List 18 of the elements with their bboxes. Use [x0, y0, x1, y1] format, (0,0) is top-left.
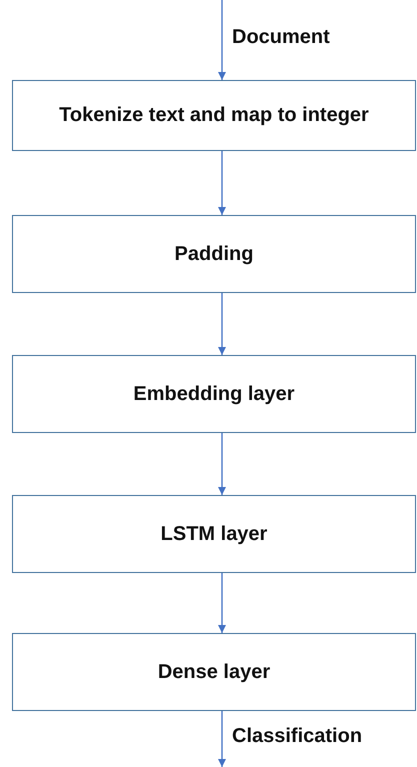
- process-box: [12, 633, 416, 711]
- process-box: [12, 495, 416, 573]
- arrow: [218, 433, 226, 495]
- process-box: [12, 355, 416, 433]
- process-box: [12, 215, 416, 293]
- box-label: Tokenize text and map to integer: [59, 103, 369, 128]
- process-box: [12, 80, 416, 151]
- arrow: [218, 711, 226, 767]
- arrow: [218, 293, 226, 355]
- box-label: Padding: [174, 242, 254, 266]
- arrow: [218, 0, 226, 80]
- box-label: LSTM layer: [160, 522, 268, 546]
- edge-label: Document: [232, 26, 330, 49]
- edge-label: Classification: [232, 725, 362, 748]
- box-label: Dense layer: [158, 660, 270, 684]
- box-label: Embedding layer: [133, 382, 295, 406]
- arrow: [218, 151, 226, 215]
- arrow: [218, 573, 226, 633]
